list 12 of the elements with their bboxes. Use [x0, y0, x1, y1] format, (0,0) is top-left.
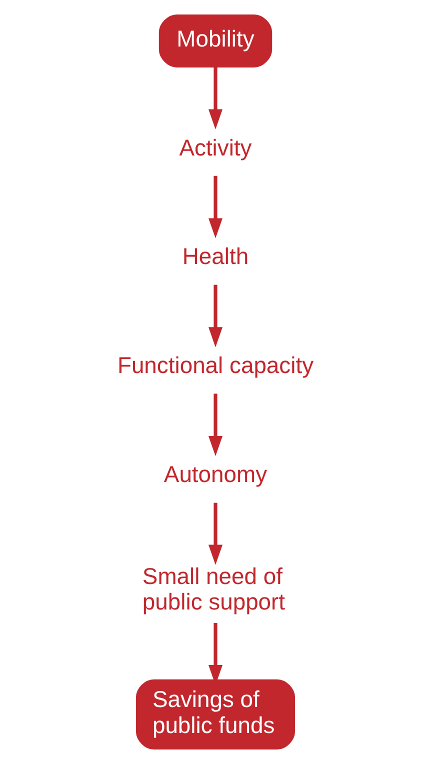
arrow	[208, 66, 223, 130]
node-text: Functional capacity	[117, 352, 314, 378]
node-text: Small need of public support	[142, 562, 286, 615]
arrow	[208, 394, 223, 456]
node-text: Activity	[179, 134, 252, 160]
arrow	[208, 284, 223, 348]
node-text: Health	[182, 243, 249, 270]
node-box: Savings of public funds	[136, 679, 296, 750]
arrow	[208, 502, 223, 565]
arrow	[208, 176, 223, 238]
node-text: Autonomy	[164, 461, 268, 488]
node-box: Mobility	[158, 14, 272, 68]
